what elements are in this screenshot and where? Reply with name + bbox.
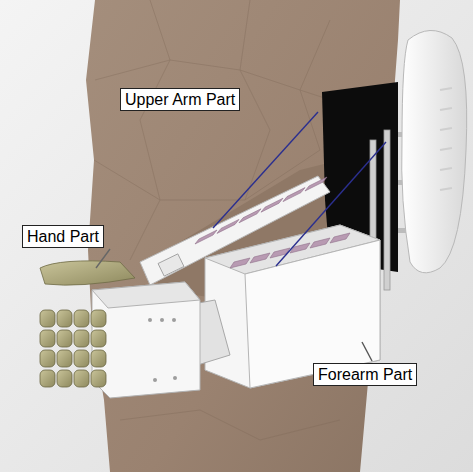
fingers [40,310,106,387]
hand-frame-top [92,282,200,308]
part-label: Forearm Part [313,363,417,386]
torso [86,0,400,472]
shoulder-shell [402,30,467,272]
thumb [40,261,135,285]
leader-line [213,112,318,228]
leader-line [362,342,372,361]
part-label: Hand Part [22,225,104,248]
part-label: Upper Arm Part [120,88,240,111]
leader-line [276,142,386,266]
hand-holes [148,318,177,382]
hand-frame [92,282,200,398]
leader-line [96,249,110,268]
beam-clip [158,254,184,276]
shell-ridges [440,88,452,190]
